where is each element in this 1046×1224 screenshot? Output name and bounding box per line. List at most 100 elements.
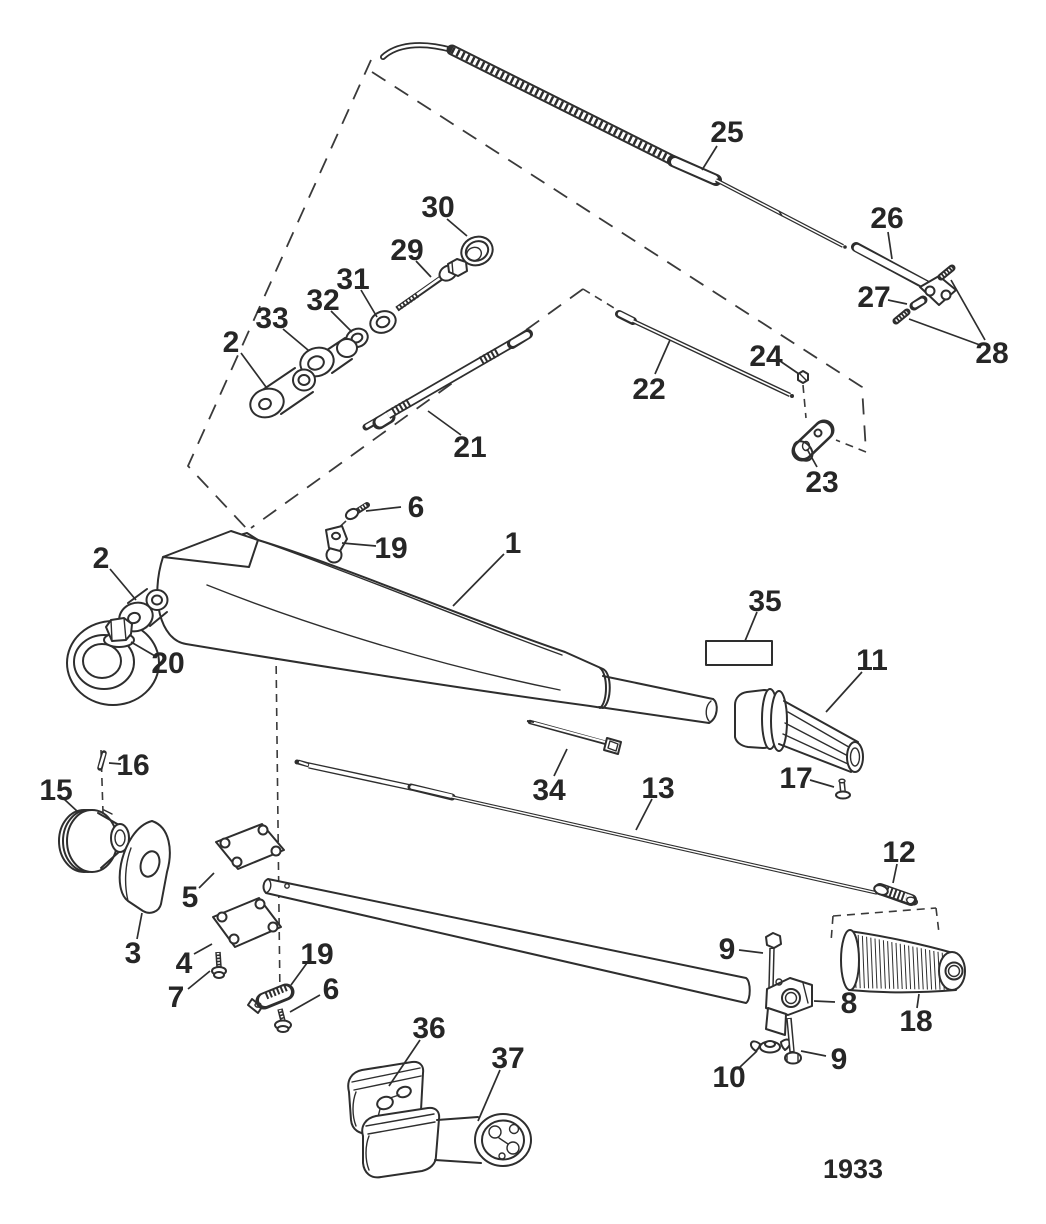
- part-10-wing-nut: [749, 1038, 792, 1054]
- part-callout-21: 21: [453, 431, 486, 464]
- part-callout-29: 29: [390, 234, 423, 267]
- part-callout-6: 6: [323, 973, 340, 1006]
- part-callout-2: 2: [223, 326, 240, 359]
- part-callout-24: 24: [749, 340, 783, 373]
- part-callout-16: 16: [116, 749, 149, 782]
- part-callout-33: 33: [255, 302, 288, 335]
- leader-line-10: [739, 1050, 758, 1068]
- knurl-line: [924, 949, 928, 990]
- knurl-line: [916, 947, 920, 990]
- leader-line-13: [635, 798, 653, 831]
- leader-line-31: [360, 289, 378, 318]
- leader-line-32: [330, 310, 353, 333]
- leader-line-19: [341, 542, 377, 547]
- construction-dashed-lines: [100, 59, 940, 999]
- leader-line-8: [813, 1000, 836, 1003]
- part-17-screw: [835, 778, 851, 800]
- part-6-screw-bottom: [274, 1008, 292, 1033]
- part-13-throttle-cable-lower: [294, 759, 878, 895]
- leader-line-7: [187, 970, 211, 990]
- part-callout-28: 28: [975, 337, 1008, 370]
- knurl-line: [882, 940, 886, 989]
- leader-line-9: [738, 949, 764, 954]
- part-35-decal: [705, 640, 773, 666]
- knurl-line: [903, 944, 907, 990]
- part-callout-13: 13: [641, 772, 674, 805]
- part-callout-19: 19: [300, 938, 333, 971]
- part-6-screw-top: [344, 502, 370, 521]
- part-callout-35: 35: [748, 585, 781, 618]
- part-21-shaft: [362, 329, 533, 431]
- knurl-line: [895, 942, 899, 989]
- part-4-plate: [212, 897, 282, 948]
- knurl-line: [866, 936, 870, 989]
- part-callout-30: 30: [421, 191, 454, 224]
- part-22-rod: [615, 310, 794, 398]
- leader-line-15: [63, 798, 79, 813]
- part-callout-9: 9: [719, 933, 736, 966]
- part-15-pulley: [58, 809, 130, 873]
- part-callout-22: 22: [632, 373, 665, 406]
- part-callout-8: 8: [841, 987, 858, 1020]
- part-9-bolt-bottom: [784, 1017, 802, 1065]
- part-31-washer: [369, 310, 397, 334]
- part-callout-2: 2: [93, 542, 110, 575]
- part-callout-31: 31: [336, 263, 369, 296]
- part-11-handle-core: [734, 688, 864, 773]
- part-28-set-screws: [892, 264, 956, 325]
- part-callout-10: 10: [712, 1061, 745, 1094]
- knurl-line: [908, 945, 912, 990]
- knurl-line: [874, 938, 878, 989]
- part-callout-4: 4: [176, 947, 193, 980]
- leader-line-1: [452, 553, 505, 607]
- part-34-cable-tie: [526, 719, 622, 755]
- knurl-line: [861, 935, 865, 989]
- leader-line-18: [916, 993, 920, 1009]
- leader-line-22: [654, 339, 671, 375]
- part-2-bushing-top: [249, 367, 316, 419]
- knurl-line: [891, 942, 895, 989]
- knurl-line: [899, 943, 903, 990]
- knurl-line: [933, 950, 937, 990]
- leader-line-3: [136, 912, 143, 940]
- part-callout-32: 32: [306, 284, 339, 317]
- part-callout-6: 6: [408, 491, 425, 524]
- part-18-grip: [840, 929, 966, 994]
- part-16-pin: [97, 750, 107, 771]
- part-callout-1: 1: [505, 527, 522, 560]
- part-callout-12: 12: [882, 836, 915, 869]
- part-25-throttle-cable: [380, 42, 847, 249]
- part-callout-11: 11: [856, 644, 888, 677]
- knurl-line: [870, 937, 874, 989]
- leader-line-12: [892, 863, 898, 884]
- part-callout-34: 34: [532, 774, 566, 807]
- leader-line-35: [744, 611, 758, 642]
- part-1-tiller-arm: [66, 530, 718, 724]
- part-8-clamp-block: [765, 977, 813, 1036]
- leader-line-11: [825, 671, 863, 713]
- leader-line-17: [809, 779, 835, 788]
- part-9-bolt-top: [765, 932, 782, 989]
- knurl-line: [878, 939, 882, 989]
- leader-line-5: [198, 872, 215, 889]
- part-30-seal: [460, 235, 494, 267]
- part-33-flanged-bushing: [299, 337, 358, 378]
- part-14-tube: [262, 878, 751, 1004]
- part-23-barrel: [791, 419, 835, 462]
- part-20-flange-nut: [103, 617, 135, 648]
- leader-line-6: [365, 506, 402, 512]
- leader-line-28: [950, 279, 986, 341]
- leader-line-36: [388, 1039, 421, 1087]
- leader-line-6: [289, 994, 321, 1013]
- part-callout-23: 23: [805, 466, 838, 499]
- leader-line-2: [240, 352, 267, 388]
- knurl-line: [887, 941, 891, 989]
- leader-line-19: [290, 962, 308, 986]
- leader-line-25: [701, 145, 718, 171]
- part-27-pin: [909, 295, 928, 311]
- leader-line-27: [887, 299, 908, 305]
- part-callout-3: 3: [125, 937, 142, 970]
- part-5-plate: [215, 823, 285, 870]
